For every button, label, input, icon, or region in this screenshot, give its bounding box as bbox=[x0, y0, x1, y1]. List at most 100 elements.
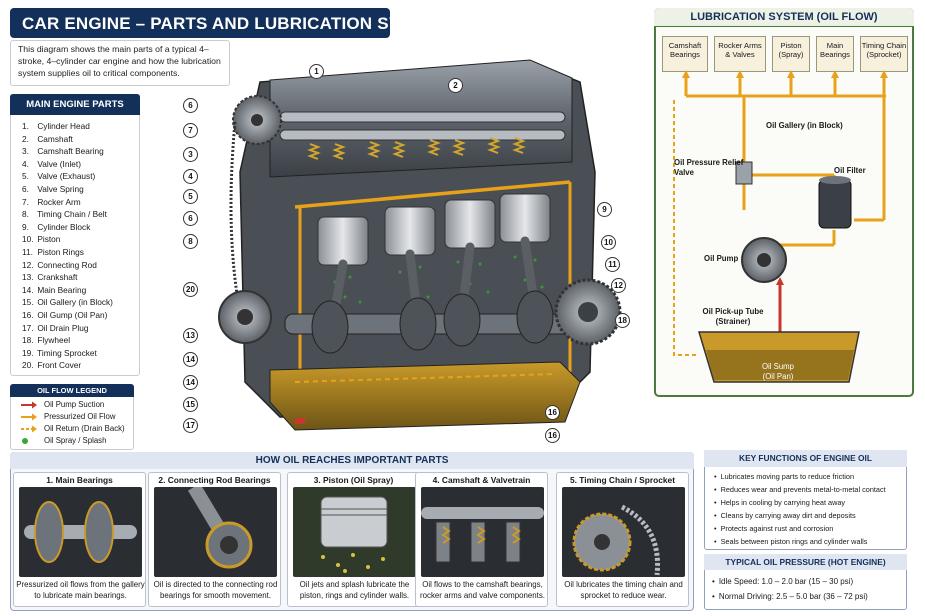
pistons bbox=[317, 193, 551, 266]
callout-badge: 4 bbox=[183, 169, 198, 184]
card-title: 3. Piston (Oil Spray) bbox=[313, 475, 394, 485]
orange-arrow-icon bbox=[21, 413, 37, 421]
sump-label: Oil Sump (Oil Pan) bbox=[761, 362, 795, 381]
how-card: 1. Main Bearings Pressurized oil flows f… bbox=[13, 472, 146, 607]
oil-filter-label: Oil Filter bbox=[834, 166, 866, 175]
list-item: 15. Oil Gallery (in Block) bbox=[22, 297, 113, 308]
oil-pressure-heading: TYPICAL OIL PRESSURE (HOT ENGINE) bbox=[704, 554, 907, 570]
list-item: 17. Oil Drain Plug bbox=[22, 322, 89, 333]
list-item: Idle Speed: 1.0 – 2.0 bar (15 – 30 psi) bbox=[712, 574, 868, 589]
return-line bbox=[673, 100, 699, 356]
valve-springs bbox=[307, 137, 526, 160]
component-box: Camshaft Bearings bbox=[662, 36, 708, 72]
callout-badge: 14 bbox=[183, 375, 198, 390]
list-item: 8. Timing Chain / Belt bbox=[22, 209, 107, 220]
list-item: 6. Valve Spring bbox=[22, 183, 84, 194]
callout-badge: 8 bbox=[183, 234, 198, 249]
component-box: Main Bearings bbox=[816, 36, 854, 72]
oil-pan bbox=[269, 361, 581, 431]
engine-cutaway-illustration bbox=[218, 59, 622, 431]
main-bearings-image bbox=[19, 487, 142, 577]
how-oil-heading: HOW OIL REACHES IMPORTANT PARTS bbox=[10, 452, 694, 469]
callout-badge: 18 bbox=[615, 313, 630, 328]
timing-chain bbox=[229, 121, 242, 313]
gallery-label: Oil Gallery (in Block) bbox=[766, 121, 843, 130]
card-title: 1. Main Bearings bbox=[46, 475, 113, 485]
card-caption: Oil jets and splash lubricate the piston… bbox=[299, 580, 410, 600]
list-item: 10. Piston bbox=[22, 234, 61, 245]
callout-badge: 13 bbox=[183, 328, 198, 343]
card-title: 2. Connecting Rod Bearings bbox=[158, 475, 271, 485]
intro-box bbox=[10, 40, 230, 86]
callout-badge: 20 bbox=[183, 282, 198, 297]
card-caption: Oil lubricates the timing chain and spro… bbox=[564, 580, 683, 600]
callout-badge: 12 bbox=[611, 278, 626, 293]
list-item: 11. Piston Rings bbox=[22, 246, 84, 257]
callout-badge: 7 bbox=[183, 123, 198, 138]
callout-badge: 5 bbox=[183, 189, 198, 204]
camshaft-valvetrain-image bbox=[421, 487, 544, 577]
rod-bearings-image bbox=[154, 487, 277, 577]
drain-plug bbox=[295, 418, 305, 424]
list-item: Reduces wear and prevents metal-to-metal… bbox=[714, 483, 886, 496]
list-item: 9. Cylinder Block bbox=[22, 221, 91, 232]
list-item: 19. Timing Sprocket bbox=[22, 347, 97, 358]
card-caption: Pressurized oil flows from the gallery t… bbox=[16, 580, 145, 600]
card-caption: Oil is directed to the connecting rod be… bbox=[153, 580, 278, 600]
list-item: 20. Front Cover bbox=[22, 360, 82, 371]
camshaft bbox=[279, 129, 566, 141]
card-caption: Oil flows to the camshaft bearings, rock… bbox=[420, 580, 545, 600]
list-item: Helps in cooling by carrying heat away bbox=[714, 496, 886, 509]
green-dot-icon bbox=[22, 438, 28, 444]
callout-badge: 6 bbox=[183, 98, 198, 113]
camshaft bbox=[279, 111, 566, 123]
card-title: 5. Timing Chain / Sprocket bbox=[569, 475, 676, 485]
callout-badge: 15 bbox=[183, 397, 198, 412]
callout-badge: 1 bbox=[309, 64, 324, 79]
callout-badge: 6 bbox=[183, 211, 198, 226]
callout-badge: 11 bbox=[605, 257, 620, 272]
list-item: Cleans by carrying away dirt and deposit… bbox=[714, 509, 886, 522]
crank-webs bbox=[311, 290, 554, 354]
callout-badge: 16 bbox=[545, 428, 560, 443]
parts-panel bbox=[10, 94, 140, 376]
legend-heading: OIL FLOW LEGEND bbox=[10, 384, 134, 397]
list-item: Protects against rust and corrosion bbox=[714, 522, 886, 535]
parts-list: 1. Cylinder Head 2. Camshaft 3. Camshaft… bbox=[22, 120, 113, 372]
flow-arrows bbox=[682, 70, 888, 78]
callout-badge: 10 bbox=[601, 235, 616, 250]
callout-badge: 9 bbox=[597, 202, 612, 217]
oil-gallery-line bbox=[298, 182, 572, 382]
piston-spray-image bbox=[293, 487, 416, 577]
list-item: Lubricates moving parts to reduce fricti… bbox=[714, 470, 886, 483]
oil-pressure-list: Idle Speed: 1.0 – 2.0 bar (15 – 30 psi) … bbox=[712, 574, 868, 604]
list-item: 16. Oil Gump (Oil Pan) bbox=[22, 309, 108, 320]
callout-badge: 14 bbox=[183, 352, 198, 367]
list-item: 4. Valve (Inlet) bbox=[22, 158, 81, 169]
component-box: Piston (Spray) bbox=[772, 36, 810, 72]
title-bar bbox=[10, 8, 390, 38]
list-item: Normal Driving: 2.5 – 5.0 bar (36 – 72 p… bbox=[712, 589, 868, 604]
intro-text: This diagram shows the main parts of a t… bbox=[18, 44, 221, 78]
relief-valve-label: Oil Pressure Relief Valve bbox=[674, 158, 744, 177]
component-box: Rocker Arms & Valves bbox=[714, 36, 766, 72]
list-item: 7. Rocker Arm bbox=[22, 196, 81, 207]
lubrication-heading: LUBRICATION SYSTEM (OIL FLOW) bbox=[654, 8, 914, 27]
component-box: Timing Chain (Sprocket) bbox=[860, 36, 908, 72]
red-arrow-icon bbox=[21, 401, 37, 409]
oil-filter bbox=[818, 179, 852, 229]
how-card: 5. Timing Chain / Sprocket Oil lubricate… bbox=[556, 472, 689, 607]
card-title: 4. Camshaft & Valvetrain bbox=[432, 475, 531, 485]
list-item: 3. Camshaft Bearing bbox=[22, 146, 104, 157]
callout-badge: 16 bbox=[545, 405, 560, 420]
how-card: 3. Piston (Oil Spray) Oil jets and splas… bbox=[287, 472, 420, 607]
dashed-arrow-icon bbox=[21, 425, 37, 433]
relief-valve bbox=[735, 161, 753, 185]
list-item: 13. Crankshaft bbox=[22, 272, 78, 283]
page-title: CAR ENGINE – PARTS AND LUBRICATION SYSTE… bbox=[22, 14, 449, 33]
key-functions-list: Lubricates moving parts to reduce fricti… bbox=[714, 470, 886, 548]
callout-badge: 3 bbox=[183, 147, 198, 162]
oil-pump-label: Oil Pump bbox=[704, 254, 739, 263]
callout-badge: 2 bbox=[448, 78, 463, 93]
key-functions-heading: KEY FUNCTIONS OF ENGINE OIL bbox=[704, 450, 907, 467]
